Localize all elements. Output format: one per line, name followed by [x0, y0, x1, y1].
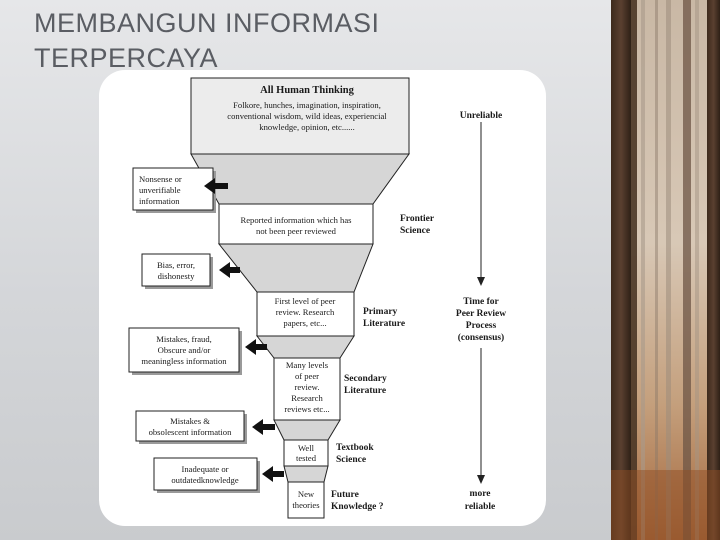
funnel-taper-2	[217, 243, 374, 293]
filter-arrow-4-icon	[252, 419, 275, 435]
stage-future-line-1: Future	[331, 490, 359, 500]
secondary-box-line-5: reviews etc...	[284, 404, 329, 414]
funnel-taper-1	[190, 153, 410, 205]
secondary-box-line-2: of peer	[295, 371, 319, 381]
future-box-line-2: theories	[292, 500, 320, 510]
filter-box-outdated	[153, 457, 258, 491]
funnel-box-primary	[256, 291, 355, 337]
axis-middle-line-2: Peer Review	[456, 309, 506, 319]
filter-nonsense-line-2: unverifiable	[139, 185, 181, 195]
secondary-box-line-4: Research	[291, 393, 323, 403]
filter-nonsense-line-1: Nonsense or	[139, 174, 182, 184]
filter-arrow-5-icon	[262, 466, 284, 482]
filter-fraud-line-1: Mistakes, fraud,	[156, 334, 212, 344]
primary-box-line-1: First level of peer	[275, 296, 336, 306]
funnel-taper-4	[273, 419, 341, 441]
filter-obsolescent-line-2: obsolescent information	[149, 427, 233, 437]
filter-bias-line-1: Bias, error,	[157, 260, 195, 270]
forest-illustration	[611, 0, 720, 540]
time-axis-arrowhead-1-icon	[477, 277, 485, 286]
stage-secondary-line-1: Secondary	[344, 374, 387, 384]
primary-box-line-3: papers, etc...	[283, 318, 326, 328]
axis-reliable-line-1: more	[470, 489, 491, 499]
axis-reliable-line-2: reliable	[465, 502, 495, 512]
slide-title: MEMBANGUN INFORMASI TERPERCAYA	[34, 6, 594, 76]
stage-frontier-line-1: Frontier	[400, 214, 435, 224]
stage-secondary-line-2: Literature	[344, 386, 386, 396]
stage-textbook-line-1: Textbook	[336, 443, 374, 453]
primary-box-line-2: review. Research	[276, 307, 335, 317]
top-line-1: Folkore, hunches, imagination, inspirati…	[233, 100, 381, 110]
filtered-boxes	[128, 167, 260, 493]
peer-review-funnel-diagram: All Human Thinking Folkore, hunches, ima…	[99, 70, 546, 526]
axis-middle-line-1: Time for	[463, 297, 499, 307]
filter-arrow-3-icon	[245, 339, 267, 355]
axis-middle-line-3: Process	[466, 321, 497, 331]
filter-outdated-line-1: Inadequate or	[181, 464, 228, 474]
funnel-box-future	[287, 481, 325, 519]
filter-box-bias	[141, 253, 211, 287]
top-line-3: knowledge, opinion, etc......	[259, 122, 354, 132]
filter-obsolescent-line-1: Mistakes &	[170, 416, 210, 426]
stage-primary-line-2: Literature	[363, 319, 405, 329]
secondary-box-line-1: Many levels	[286, 360, 329, 370]
funnel-taper-3	[255, 335, 355, 359]
axis-middle-line-4: (consensus)	[458, 332, 504, 343]
filter-arrow-2-icon	[219, 262, 240, 278]
filter-arrow-1-icon	[204, 178, 228, 194]
filter-fraud-line-3: meaningless information	[141, 356, 227, 366]
time-axis-arrowhead-2-icon	[477, 475, 485, 484]
filter-bias-line-2: dishonesty	[158, 271, 195, 281]
textbook-box-line-1: Well	[298, 443, 315, 453]
stage-textbook-line-2: Science	[336, 455, 366, 465]
diagram-canvas: All Human Thinking Folkore, hunches, ima…	[128, 77, 506, 519]
stage-frontier-line-2: Science	[400, 226, 430, 236]
frontier-box-line-2: not been peer reviewed	[256, 226, 337, 236]
secondary-box-line-3: review.	[295, 382, 320, 392]
top-heading: All Human Thinking	[260, 85, 355, 96]
slide-title-line-2: TERPERCAYA	[34, 43, 219, 73]
stage-primary-line-1: Primary	[363, 307, 398, 317]
funnel-taper-5	[283, 465, 329, 483]
frontier-box-line-1: Reported information which has	[241, 215, 353, 225]
top-line-2: conventional wisdom, wild ideas, experie…	[227, 111, 387, 121]
forest-background-image	[611, 0, 720, 540]
axis-unreliable-label: Unreliable	[460, 111, 503, 121]
filter-nonsense-line-3: information	[139, 196, 180, 206]
funnel-box-frontier	[218, 203, 374, 245]
slide-title-line-1: MEMBANGUN INFORMASI	[34, 8, 380, 38]
filter-box-mistakes-fraud	[128, 327, 240, 373]
filter-arrows	[204, 178, 284, 482]
all-human-thinking-box	[190, 77, 410, 155]
filter-box-nonsense	[132, 167, 214, 211]
filter-fraud-line-2: Obscure and/or	[158, 345, 211, 355]
stage-future-line-2: Knowledge ?	[331, 502, 384, 512]
filter-outdated-line-2: outdatedknowledge	[171, 475, 238, 485]
filter-box-obsolescent	[135, 410, 245, 442]
textbook-box-line-2: tested	[296, 453, 317, 463]
future-box-line-1: New	[298, 489, 315, 499]
